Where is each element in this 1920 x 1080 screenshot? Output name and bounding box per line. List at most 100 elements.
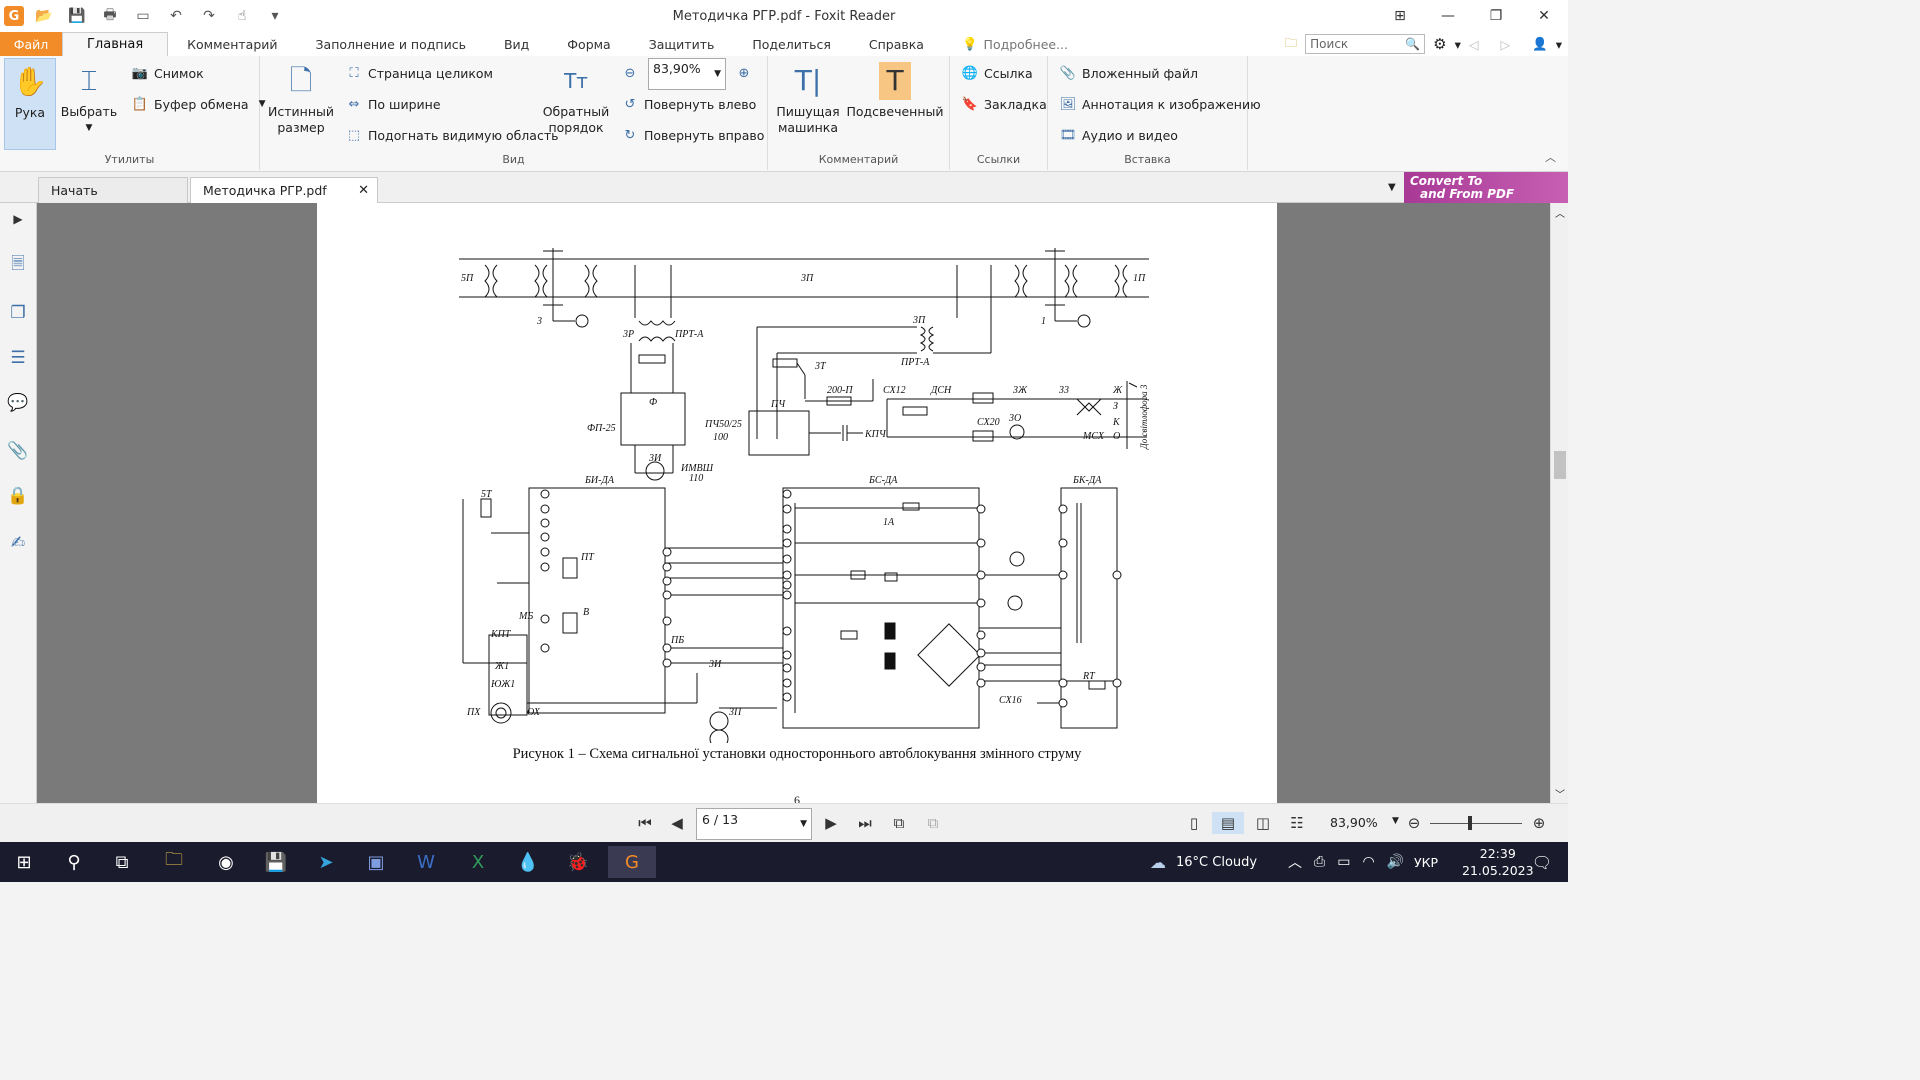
zoom-slider[interactable] <box>1430 816 1522 830</box>
tab-protect[interactable]: Защитить <box>648 36 715 52</box>
touch-mode-icon[interactable]: ☝ <box>237 8 247 24</box>
zoom-slider-thumb[interactable] <box>1468 816 1472 830</box>
expand-panel-icon[interactable]: ▶ <box>13 212 23 226</box>
search-folder-icon[interactable]: 🗀 <box>1284 34 1298 50</box>
bug-app-icon[interactable]: 🐞 <box>566 851 590 873</box>
document-viewport[interactable]: 5П 3П 1П 3 1 3Р ПРТ-А 3П ПРТ-А Ф ФП-25 П… <box>37 203 1550 803</box>
volume-icon[interactable]: 🔊 <box>1386 854 1405 870</box>
page-dropdown-icon[interactable]: ▼ <box>800 819 807 829</box>
comments-panel-icon[interactable]: 💬 <box>7 393 29 413</box>
zoom-input[interactable]: 83,90% ▼ <box>648 58 726 90</box>
rotate-right-button[interactable]: ↻ Повернуть вправо <box>622 124 765 146</box>
settings-icon[interactable]: ⚙ <box>1433 35 1447 53</box>
restore-button[interactable]: ❐ <box>1489 8 1503 24</box>
audio-video-button[interactable]: 🎞 Аудио и видео <box>1060 124 1178 146</box>
typewriter-button[interactable]: T| Пишущая машинка <box>776 58 840 150</box>
close-tab-icon[interactable]: ✕ <box>358 183 369 198</box>
chrome-icon[interactable]: ◉ <box>218 851 234 873</box>
word-icon[interactable]: W <box>417 851 435 873</box>
menu-file[interactable]: Файл <box>0 32 62 56</box>
attachments-panel-icon[interactable]: 📎 <box>7 441 29 461</box>
fit-width-button[interactable]: ⇔ По ширине <box>346 93 441 115</box>
select-tool-button[interactable]: ⌶ Выбрать ▼ <box>58 58 120 150</box>
rotate-left-button[interactable]: ↺ Повернуть влево <box>622 93 757 115</box>
page-number-input[interactable]: 6 / 13 ▼ <box>696 808 812 840</box>
convert-ad-banner[interactable]: Convert To and From PDF <box>1404 172 1568 203</box>
tab-share[interactable]: Поделиться <box>752 36 831 52</box>
wifi-icon[interactable]: ◠ <box>1362 854 1375 870</box>
close-button[interactable]: ✕ <box>1538 8 1550 24</box>
open-icon[interactable]: 📂 <box>35 8 53 24</box>
windows-start-icon[interactable]: ⊞ <box>16 851 32 873</box>
battery-icon[interactable]: ▭ <box>1337 854 1351 870</box>
telegram-icon[interactable]: ➤ <box>318 851 334 873</box>
customize-qa-icon[interactable]: ▾ <box>271 8 279 24</box>
zoom-out-button[interactable]: ⊖ <box>622 62 638 84</box>
window-icon[interactable]: ▭ <box>136 8 150 24</box>
notifications-icon[interactable]: 🗨 <box>1531 852 1553 872</box>
file-explorer-icon[interactable]: 🗀 <box>165 849 183 870</box>
vertical-scrollbar[interactable]: ︿ ﹀ <box>1550 203 1568 803</box>
app-icon[interactable]: ▣ <box>367 851 385 873</box>
foxit-logo-icon[interactable]: G <box>4 6 24 26</box>
task-view-icon[interactable]: ⧉ <box>115 851 129 873</box>
paint-app-icon[interactable]: 💧 <box>516 851 540 873</box>
layers-panel-icon[interactable]: ☰ <box>10 348 26 368</box>
collapse-ribbon-icon[interactable]: ︿ <box>1545 151 1556 164</box>
continuous-facing-icon[interactable]: ☷ <box>1290 814 1304 832</box>
pages-panel-icon[interactable]: ❐ <box>10 303 26 323</box>
scroll-up-icon[interactable]: ︿ <box>1555 209 1565 220</box>
fit-visible-button[interactable]: ⬚ Подогнать видимую область <box>346 124 559 146</box>
attachment-button[interactable]: 📎 Вложенный файл <box>1060 62 1198 84</box>
tab-home[interactable]: Главная <box>62 32 169 56</box>
zoom-level-dropdown-icon[interactable]: ▼ <box>1392 816 1399 826</box>
language-indicator[interactable]: УКР <box>1414 854 1439 870</box>
account-dropdown-icon[interactable]: ▾ <box>1555 36 1562 52</box>
single-page-icon[interactable]: ▯ <box>1189 814 1199 832</box>
tab-form[interactable]: Форма <box>567 36 611 52</box>
clock[interactable]: 22:39 21.05.2023 <box>1462 845 1534 879</box>
foxit-taskbar-icon[interactable]: G <box>608 846 656 878</box>
search-icon[interactable]: 🔍 <box>1405 37 1421 51</box>
reverse-order-button[interactable]: Tт Обратный порядок <box>540 58 612 150</box>
highlight-button[interactable]: T Подсвеченный <box>846 58 944 150</box>
continuous-page-icon[interactable]: ▤ <box>1212 812 1244 834</box>
facing-page-icon[interactable]: ◫ <box>1255 814 1271 832</box>
print-icon[interactable]: 🖶 <box>103 7 117 23</box>
actual-size-button[interactable]: 🗋 Истинный размер <box>268 58 334 150</box>
zoom-in-status-icon[interactable]: ⊕ <box>1532 814 1546 832</box>
layout-icon[interactable]: ⊞ <box>1394 8 1406 24</box>
settings-dropdown-icon[interactable]: ▾ <box>1454 36 1461 52</box>
hand-tool-button[interactable]: ✋ Рука <box>4 58 56 150</box>
signature-panel-icon[interactable]: ✍ <box>10 533 26 553</box>
security-panel-icon[interactable]: 🔒 <box>7 486 29 506</box>
last-page-icon[interactable]: ⏭ <box>858 814 872 832</box>
tab-current-document[interactable]: Методичка РГР.pdf ✕ <box>190 177 378 203</box>
tell-me[interactable]: 💡 Подробнее... <box>943 32 1087 56</box>
snapshot-button[interactable]: 📷 Снимок <box>132 62 204 84</box>
scroll-down-icon[interactable]: ﹀ <box>1555 790 1565 801</box>
previous-view-icon[interactable]: ⧉ <box>893 814 905 832</box>
taskbar-search-icon[interactable]: ⚲ <box>67 851 81 873</box>
excel-icon[interactable]: X <box>471 851 485 873</box>
minimize-button[interactable]: — <box>1441 8 1455 24</box>
prev-page-icon[interactable]: ◀ <box>671 814 683 832</box>
save-icon[interactable]: 💾 <box>68 8 86 24</box>
tab-view[interactable]: Вид <box>503 36 530 52</box>
tab-help[interactable]: Справка <box>868 36 924 52</box>
first-page-icon[interactable]: ⏮ <box>638 814 652 832</box>
account-icon[interactable]: 👤 <box>1532 36 1548 51</box>
link-button[interactable]: 🌐 Ссылка <box>962 62 1033 84</box>
next-page-icon[interactable]: ▶ <box>825 814 837 832</box>
scroll-thumb[interactable] <box>1554 451 1566 479</box>
tray-app-icon[interactable]: ⎙ <box>1314 854 1326 870</box>
search-input[interactable]: Поиск 🔍 <box>1305 34 1426 54</box>
weather-widget[interactable]: ☁ 16°C Cloudy <box>1150 842 1257 882</box>
tab-comment[interactable]: Комментарий <box>187 36 278 52</box>
image-annotation-button[interactable]: 🖼 Аннотация к изображению <box>1060 93 1261 115</box>
floppy-app-icon[interactable]: 💾 <box>264 851 288 873</box>
zoom-in-button[interactable]: ⊕ <box>736 62 752 84</box>
zoom-level[interactable]: 83,90% <box>1330 815 1378 830</box>
tray-overflow-icon[interactable]: ︿ <box>1288 855 1302 871</box>
clipboard-button[interactable]: 📋 Буфер обмена ▼ <box>132 93 266 115</box>
